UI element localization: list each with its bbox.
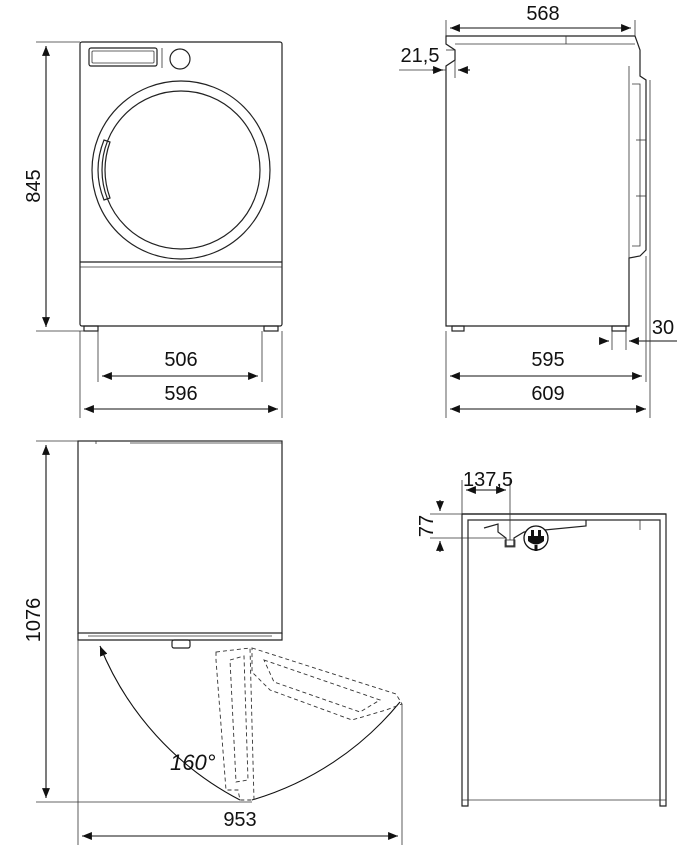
program-knob bbox=[169, 48, 191, 70]
back-inlet-channel bbox=[483, 520, 587, 547]
label-back-inlet-height: 77 bbox=[416, 515, 438, 537]
label-door-angle: 160° bbox=[170, 750, 216, 775]
door-closed-inner bbox=[229, 655, 249, 783]
label-back-inlet-offset: 137,5 bbox=[463, 469, 513, 491]
side-foot-back bbox=[451, 325, 465, 332]
door-open-outline bbox=[251, 647, 403, 721]
top-view: 160° 1076 953 bbox=[23, 440, 403, 845]
front-view: 845 506 596 bbox=[23, 41, 283, 418]
top-front-panel bbox=[77, 633, 283, 641]
side-foot-front bbox=[611, 325, 627, 332]
label-feet-width: 506 bbox=[164, 349, 197, 371]
front-foot-left bbox=[83, 325, 99, 332]
back-cabinet bbox=[461, 513, 667, 807]
label-side-depth-body: 595 bbox=[531, 349, 564, 371]
top-cabinet bbox=[77, 440, 283, 634]
door-swing-arc-right bbox=[251, 701, 401, 801]
door-swing-arc-left bbox=[99, 645, 241, 801]
top-knob bbox=[171, 639, 191, 649]
label-front-width: 596 bbox=[164, 383, 197, 405]
label-foot-offset: 30 bbox=[652, 317, 674, 339]
label-side-depth-top: 568 bbox=[526, 3, 559, 25]
door-closed-outline bbox=[215, 647, 255, 801]
control-panel-inner bbox=[91, 50, 155, 64]
label-side-depth-total: 609 bbox=[531, 383, 564, 405]
back-view: 137,5 77 bbox=[416, 469, 667, 807]
side-view: 568 21,5 30 595 609 bbox=[399, 3, 677, 418]
door-glass bbox=[101, 90, 261, 250]
door-handle bbox=[97, 139, 111, 201]
door-outer-ring bbox=[91, 80, 271, 260]
side-door-profile bbox=[632, 83, 641, 247]
front-cabinet bbox=[79, 41, 283, 327]
label-top-height: 1076 bbox=[23, 598, 45, 643]
label-panel-offset: 21,5 bbox=[401, 45, 440, 67]
front-foot-right bbox=[263, 325, 279, 332]
label-front-height: 845 bbox=[23, 169, 45, 202]
door-open-inner bbox=[263, 659, 382, 713]
control-panel-display bbox=[88, 47, 158, 67]
label-top-open-width: 953 bbox=[223, 809, 256, 831]
side-cabinet bbox=[445, 35, 647, 327]
plug-icon bbox=[523, 525, 549, 551]
